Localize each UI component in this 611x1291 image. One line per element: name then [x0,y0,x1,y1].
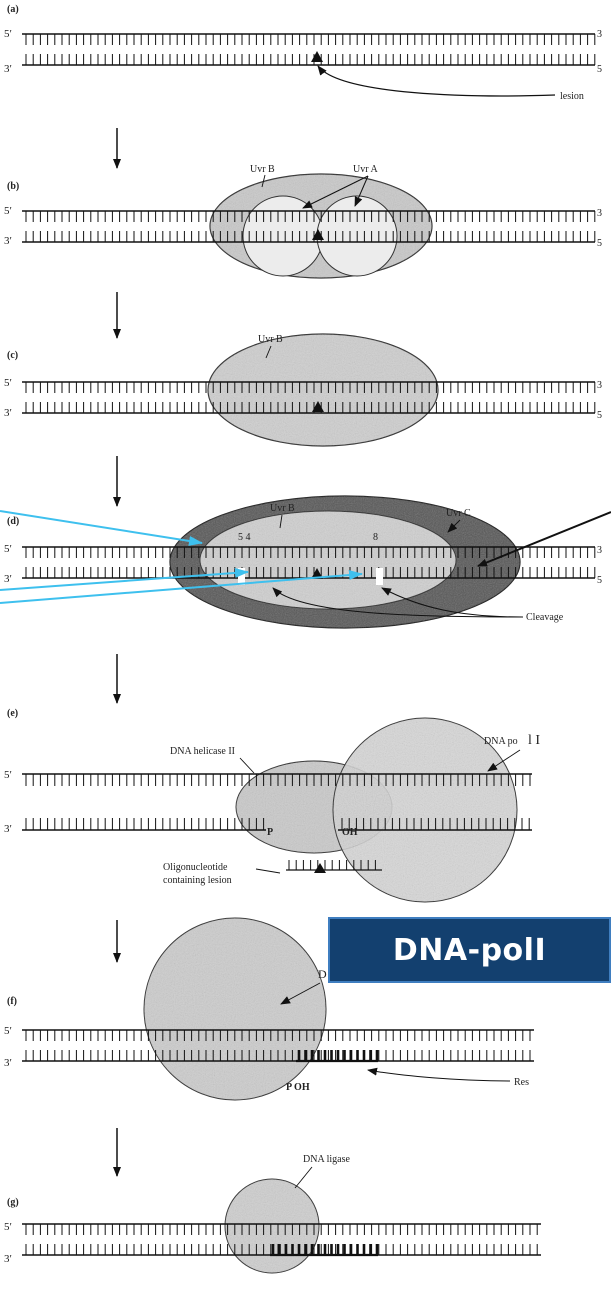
panel-b-end-top: 3 [597,208,602,219]
panel-g-five-prime: 5′ [4,1221,12,1233]
resynth-arrow [368,1070,510,1081]
panel-e: (e) 5′ 3′ P OH DNA helicase II DNA po l … [4,708,540,902]
panel-f-label: (f) [7,996,17,1007]
panel-d-label: (d) [7,516,19,527]
panel-b-label: (b) [7,181,19,192]
panel-a-label: (a) [7,4,19,15]
helicase-label: DNA helicase II [170,746,235,757]
oligo-label-2: containing lesion [163,875,232,886]
resynth-label: Res [514,1077,529,1088]
incision-right [376,568,383,585]
ligase-label: DNA ligase [303,1154,351,1165]
panel-c-five-prime: 5′ [4,377,12,389]
incision-number-8: 8 [373,532,378,543]
panel-b-five-prime: 5′ [4,205,12,217]
oligo-label-1: Oligonucleotide [163,862,228,873]
panel-b-end-bottom: 5 [597,238,602,249]
dna-pol-i-callout: DNA-polI [328,917,611,983]
panel-d-five-prime: 5′ [4,543,12,555]
panel-c-end-bottom: 5 [597,410,602,421]
panel-a: (a) 5′ 3′ 3 5 lesion [4,4,602,102]
ligase-texture [225,1179,319,1273]
panel-a-end-top: 3 [597,29,602,40]
panel-f-five-prime: 5′ [4,1025,12,1037]
panel-g-three-prime: 3′ [4,1253,12,1265]
uvrb-label-b: Uvr B [250,164,275,175]
ligated-segment-g [270,1244,378,1255]
lesion-marker-e [314,863,326,873]
uvrb-label-c: Uvr B [258,334,283,345]
panel-a-three-prime: 3′ [4,63,12,75]
uvrc-label: Uvr C [446,508,471,519]
panel-d-end-bottom: 5 [597,575,602,586]
incision-left [238,568,245,585]
lesion-label: lesion [560,91,584,102]
uvra-left [243,196,323,276]
panel-e-label: (e) [7,708,18,719]
panel-b-three-prime: 3′ [4,235,12,247]
oligo-pointer [256,869,280,873]
panel-g-label: (g) [7,1197,19,1208]
panel-c-end-top: 3 [597,380,602,391]
dnapol-label-e: DNA po [484,736,518,747]
strand-e-bottom-left [22,818,266,830]
panel-a-end-bottom: 5 [597,64,602,75]
panel-f-three-prime: 3′ [4,1057,12,1069]
panel-c: (c) 5′ 3′ 3 5 Uvr B [4,334,602,446]
uvrb-texture-d [200,511,456,609]
panel-c-three-prime: 3′ [4,407,12,419]
panel-a-five-prime: 5′ [4,28,12,40]
poh-label-f: P OH [286,1082,310,1093]
panel-c-label: (c) [7,350,18,361]
overlay-blue-arrow-1 [0,511,202,543]
panel-g: (g) 5′ 3′ DNA ligase [4,1154,541,1273]
panel-d-end-top: 3 [597,545,602,556]
helicase-pointer [240,758,254,773]
dnapol-texture-f [144,918,326,1100]
panel-e-five-prime: 5′ [4,769,12,781]
uvra-label: Uvr A [353,164,379,175]
ligase-pointer [295,1167,312,1188]
dnapol-fragment-f: D [318,967,327,981]
uvrb-label-d: Uvr B [270,503,295,514]
dna-duplex-a [22,34,595,65]
cleavage-label: Cleavage [526,612,564,623]
panel-b: (b) 5′ 3′ 3 5 Uvr B Uvr A [4,164,602,278]
lesion-arrow [318,66,555,96]
callout-text: DNA-polI [393,933,546,968]
panel-d-three-prime: 3′ [4,573,12,585]
panel-e-three-prime: 3′ [4,823,12,835]
panel-d: (d) 5′ 3′ 3 5 5 4 8 Uvr B Uvr C Cleavage [0,496,611,628]
incision-numbers: 5 4 [238,532,251,543]
hydroxyl-label-e: OH [342,827,358,838]
dnapol-roman-e: l I [528,733,540,748]
phosphate-label-e: P [267,827,273,838]
